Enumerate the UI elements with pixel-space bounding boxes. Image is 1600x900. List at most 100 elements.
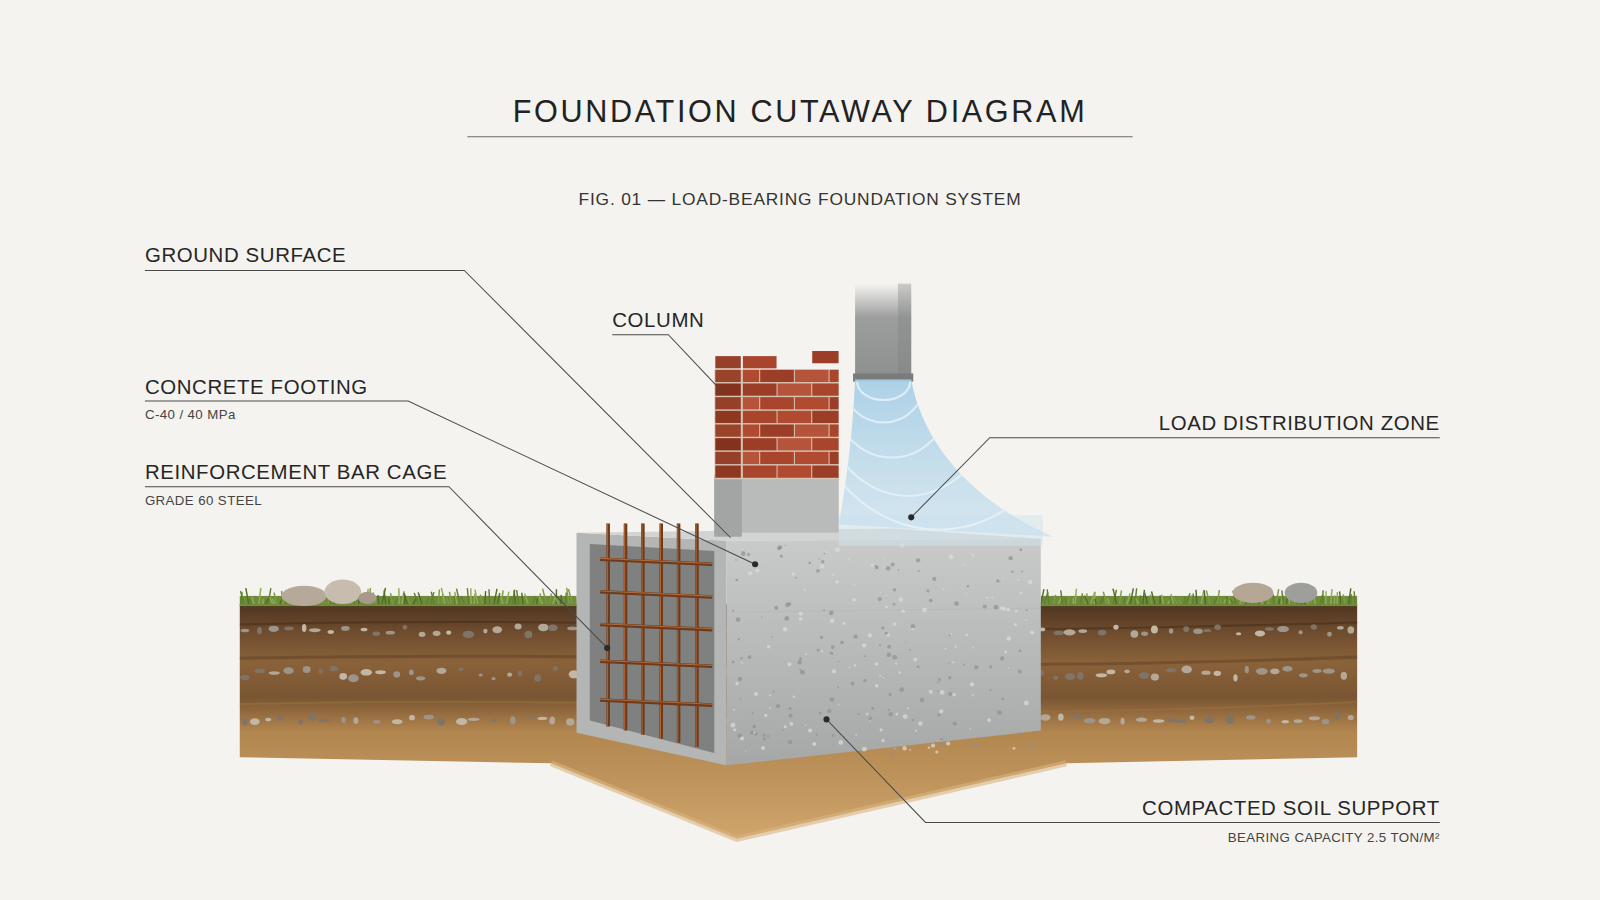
concrete-texture [843, 622, 846, 625]
soil-pebbles [419, 632, 426, 637]
soil-pebbles [1335, 713, 1339, 721]
soil-pebbles [303, 666, 311, 673]
grass-blades [501, 590, 503, 604]
concrete-texture [858, 713, 860, 715]
concrete-texture [800, 670, 805, 675]
leader-line [145, 401, 755, 564]
concrete-texture [1004, 651, 1007, 654]
soil-pebbles [265, 718, 271, 722]
soil-pebbles [510, 716, 516, 724]
concrete-texture [788, 602, 792, 606]
concrete-texture [799, 669, 801, 671]
grass-blades [407, 597, 410, 604]
grass-blades [1336, 592, 1338, 604]
concrete-texture [935, 750, 938, 753]
soil-pebbles [1255, 630, 1265, 636]
concrete-texture [886, 595, 887, 596]
concrete-texture [777, 546, 781, 550]
grass-blades [1113, 589, 1117, 605]
soil-pebbles [538, 624, 549, 632]
concrete-texture [871, 564, 874, 567]
soil-pebbles [1256, 668, 1268, 675]
bricks [715, 466, 741, 478]
concrete-texture [732, 661, 735, 664]
concrete-texture [755, 568, 759, 572]
soil-pebbles [392, 719, 403, 724]
soil-pebbles [456, 718, 467, 725]
soil-pebbles [1166, 668, 1177, 673]
grass-blades [1174, 597, 1178, 604]
load-distribution-zone [829, 382, 956, 458]
soil-pebbles [534, 674, 541, 682]
soil-pebbles [1190, 715, 1195, 719]
soil-pebbles [1058, 714, 1064, 721]
concrete-texture [929, 690, 933, 694]
soil-pebbles [1233, 674, 1237, 681]
grass-blades [1150, 595, 1151, 604]
soil-pebbles [373, 720, 381, 723]
concrete-texture [869, 720, 870, 721]
concrete-texture [731, 543, 1035, 755]
soil-pebbles [553, 666, 558, 671]
concrete-texture [838, 740, 843, 745]
part-label: CONCRETE FOOTING [145, 376, 368, 398]
soil-pebbles [386, 631, 395, 635]
text-holder: FIG. 01 — LOAD-BEARING FOUNDATION SYSTEM [0, 191, 1600, 210]
soil-pebbles [458, 668, 463, 671]
grass-blades [1061, 590, 1063, 604]
concrete-texture [965, 634, 968, 637]
grass-blades [1135, 588, 1137, 604]
soil-pebbles [538, 717, 548, 720]
bricks [778, 466, 812, 478]
load-distribution-zone [839, 380, 1053, 537]
concrete-texture [763, 737, 766, 740]
text-holder: BEARING CAPACITY 2.5 TON/M² [1228, 831, 1440, 846]
grass-blades [514, 590, 515, 604]
grass-blades [1102, 597, 1104, 604]
concrete-texture [938, 678, 941, 681]
concrete-texture [909, 749, 911, 751]
concrete-texture [799, 617, 803, 621]
soil-pebbles [1176, 720, 1186, 723]
concrete-texture [937, 691, 939, 693]
concrete-texture [832, 734, 835, 737]
text-holder: COMPACTED SOIL SUPPORT [1142, 797, 1440, 819]
concrete-texture [787, 662, 791, 666]
concrete-texture [993, 747, 995, 749]
concrete-texture [830, 619, 834, 623]
concrete-texture [885, 632, 888, 635]
concrete-texture [889, 712, 893, 716]
title-rule [467, 136, 1132, 137]
bricks [715, 383, 741, 395]
rebar-cage [677, 523, 681, 742]
soil-pebbles [492, 626, 502, 633]
grass-blades [488, 589, 490, 604]
concrete-texture [733, 709, 735, 711]
bricks [812, 466, 839, 478]
leader-line [612, 335, 721, 391]
grass-blades [1226, 596, 1228, 604]
concrete-texture [820, 564, 824, 568]
soil-pebbles [515, 624, 522, 630]
part-label: COLUMN [612, 308, 704, 330]
concrete-texture [885, 606, 888, 609]
concrete-texture [823, 609, 825, 611]
grass-blades [1206, 590, 1210, 604]
concrete-texture [812, 742, 816, 746]
grass-blades [539, 597, 542, 604]
concrete-texture [940, 742, 945, 747]
concrete-texture [789, 707, 792, 710]
concrete-texture [948, 676, 951, 679]
rebar-cage [660, 523, 661, 738]
soil-pebbles [1040, 714, 1050, 720]
grass-blades [1085, 593, 1087, 604]
grass-blades [484, 591, 486, 604]
leader-line [145, 270, 731, 537]
load-distribution-zone [806, 380, 1071, 546]
concrete-texture [862, 643, 866, 647]
soil-pebbles [372, 632, 380, 636]
soil-pebbles [507, 672, 512, 676]
grass-blades [273, 599, 275, 604]
concrete-texture [792, 572, 795, 575]
grass-blades [268, 588, 271, 604]
